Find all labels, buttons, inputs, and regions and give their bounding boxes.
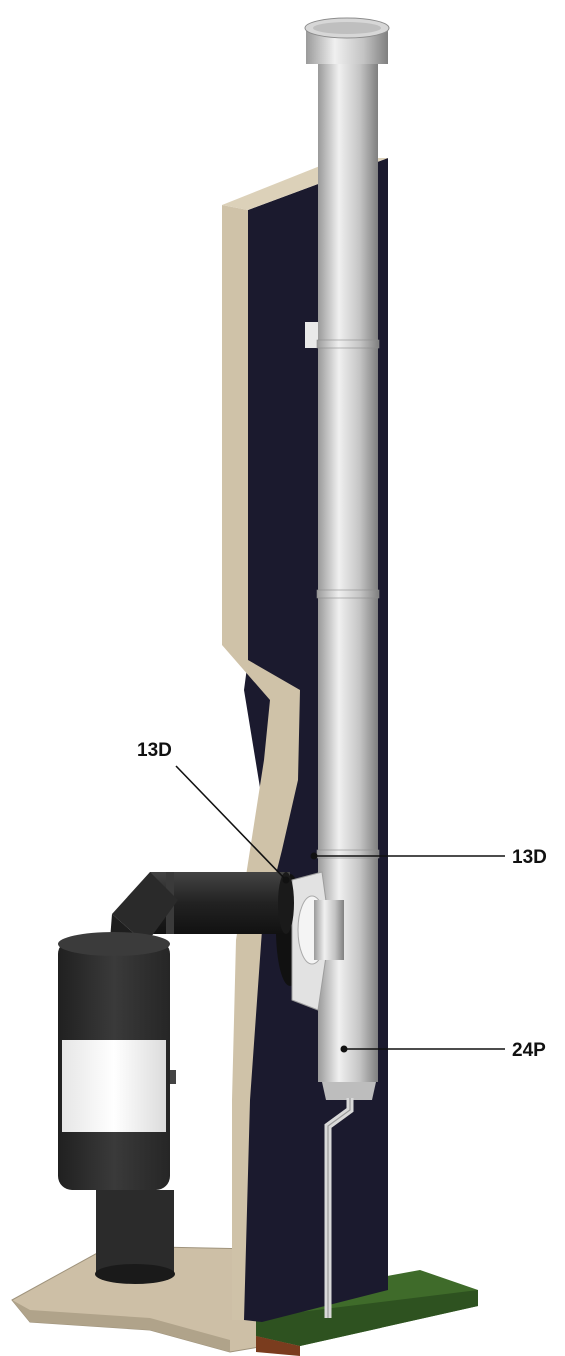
callout-leaders	[175, 765, 505, 1053]
callout-label-13d-left: 13D	[137, 740, 172, 761]
callout-label-13d-right: 13D	[512, 847, 547, 868]
grass-patch	[256, 1270, 478, 1356]
callout-label-24p: 24P	[512, 1040, 546, 1061]
condensate-drain	[324, 1098, 354, 1318]
stove	[58, 932, 176, 1284]
rain-cap	[304, 17, 390, 90]
